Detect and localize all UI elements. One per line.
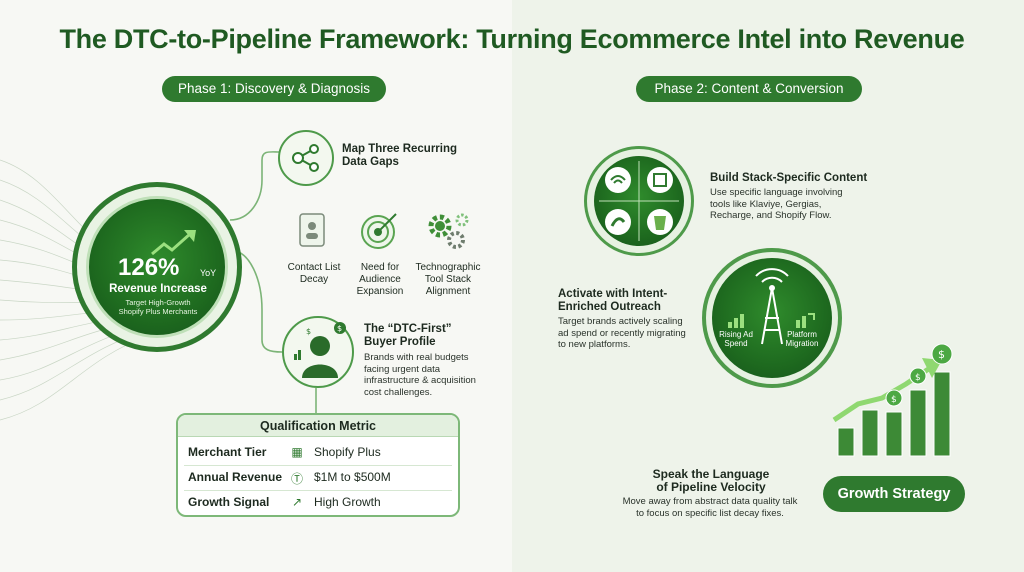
phase1-pill: Phase 1: Discovery & Diagnosis [162,76,386,102]
qual-key: Annual Revenue [188,470,283,484]
gaps-title: Map Three Recurring Data Gaps [342,143,458,168]
hub-circle [86,196,228,338]
svg-text:$: $ [337,324,342,333]
migration-icon [796,313,815,328]
content-title: Build Stack-Specific Content [710,172,868,184]
buyer-title: The “DTC-First” Buyer Profile [364,323,452,348]
page-title: The DTC-to-Pipeline Framework: Turning E… [59,24,965,54]
buyer-person-icon: $ $ [294,322,346,378]
outreach-title: Activate with Intent-Enriched Outreach [558,288,668,313]
trend-up-icon [151,230,196,256]
buyer-desc: Brands with real budgets facing urgent d… [364,352,476,398]
qual-value: High Growth [314,495,381,509]
content-desc: Use specific language involving tools li… [710,187,843,221]
gears-icon [428,213,469,249]
content-wheel-icons [599,161,679,241]
org-chart-icon: ▦ [291,445,303,459]
contact-list-icon [299,213,325,247]
rising-bars-icon [728,314,744,328]
velocity-desc: Move away from abstract data quality tal… [622,496,798,519]
svg-text:$: $ [306,327,311,336]
hub-sub: Target High-Growth Shopify Plus Merchant… [118,298,198,316]
svg-text:$: $ [915,373,921,383]
velocity-title: Speak the Language of Pipeline Velocity [652,467,770,494]
outreach-desc: Target brands actively scaling ad spend … [558,316,686,350]
qualification-title: Qualification Metric [178,415,458,437]
hub-unit: YoY [200,268,217,278]
signal-platform-migration: Platform Migration [785,330,819,348]
divider [184,490,452,491]
qual-value: Shopify Plus [314,445,381,459]
phase2-pill: Phase 2: Content & Conversion [636,76,862,102]
broadcast-tower-icon [755,268,789,345]
gap-item-contact-decay: Contact List Decay [287,262,341,285]
growth-bar-chart-icon: $ $ $ [832,343,953,457]
hub-value: 126% [118,254,180,281]
growth-strategy-button[interactable]: Growth Strategy [823,476,965,512]
divider [184,465,452,466]
network-icon-circle [278,130,334,186]
qualification-box: Qualification Metric Merchant Tier ▦ Sho… [176,413,460,517]
target-icon [361,213,397,249]
qual-key: Merchant Tier [188,445,267,459]
qual-value: $1M to $500M [314,470,391,484]
gap-item-tool-stack: Technographic Tool Stack Alignment [415,262,481,297]
svg-text:$: $ [938,348,945,361]
hub-caption: Revenue Increase [109,283,207,295]
qual-key: Growth Signal [188,495,270,509]
network-icon [292,144,319,172]
gap-item-audience-expansion: Need for Audience Expansion [356,262,404,297]
dollar-icon: Ⓣ [290,472,303,486]
connector-lines [229,151,317,413]
signal-rising-ad-spend: Rising Ad Spend [719,330,753,348]
trend-up-icon: ↗ [291,495,303,509]
svg-text:$: $ [891,395,897,405]
